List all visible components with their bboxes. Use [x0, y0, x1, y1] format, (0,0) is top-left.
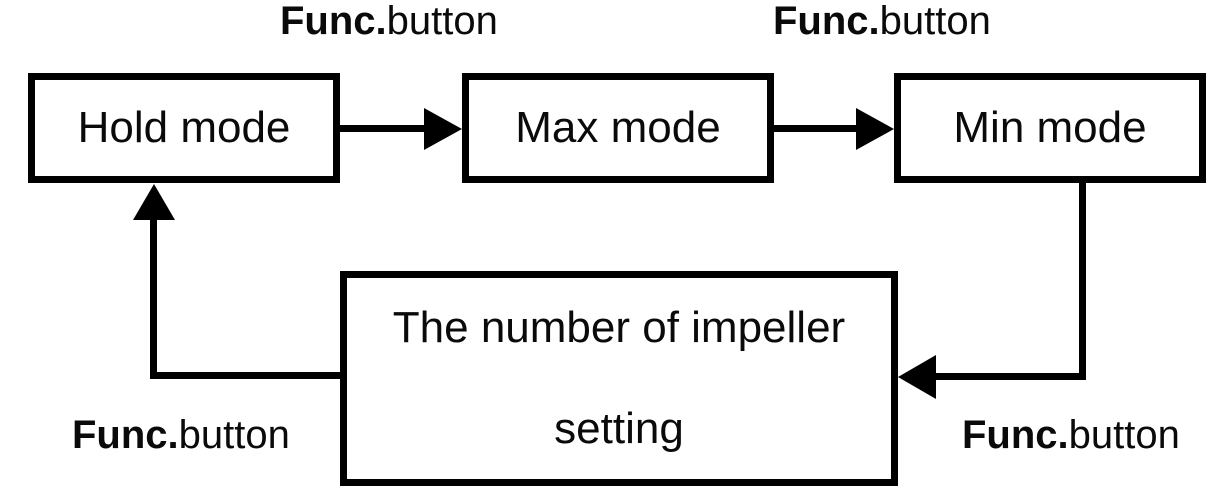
- hold-mode-box: Hold mode: [28, 73, 340, 183]
- func-button-label-max-to-min: Func.button: [773, 0, 991, 42]
- arrow-impeller-to-hold-hline: [150, 372, 340, 379]
- func-label-rest: button: [879, 0, 991, 43]
- func-label-bold: Func.: [72, 413, 179, 457]
- arrow-up-icon: [133, 184, 175, 220]
- arrow-right-icon: [424, 108, 462, 150]
- arrow-right-icon: [856, 108, 894, 150]
- arrow-left-icon: [898, 355, 936, 399]
- arrow-min-to-impeller-hline: [936, 373, 1086, 380]
- max-mode-box: Max mode: [462, 73, 774, 183]
- func-label-bold: Func.: [280, 0, 387, 43]
- impeller-setting-box: The number of impeller setting: [340, 271, 898, 486]
- arrow-min-to-impeller-vline: [1079, 181, 1086, 380]
- func-label-rest: button: [178, 413, 290, 457]
- func-label-bold: Func.: [773, 0, 880, 43]
- func-label-rest: button: [1068, 413, 1180, 457]
- max-mode-label: Max mode: [515, 102, 721, 152]
- impeller-setting-label-line1: The number of impeller: [392, 303, 846, 353]
- func-button-label-hold-to-max: Func.button: [280, 0, 498, 42]
- arrow-impeller-to-hold-vline: [150, 218, 157, 379]
- arrow-max-to-min-line: [773, 125, 858, 132]
- arrow-hold-to-max-line: [340, 125, 425, 132]
- min-mode-box: Min mode: [894, 73, 1206, 183]
- impeller-setting-label-line2: setting: [554, 403, 684, 453]
- func-label-bold: Func.: [962, 413, 1069, 457]
- hold-mode-label: Hold mode: [77, 102, 291, 152]
- func-label-rest: button: [386, 0, 498, 43]
- func-button-label-min-to-impeller: Func.button: [962, 414, 1180, 456]
- func-button-label-impeller-to-hold: Func.button: [72, 414, 290, 456]
- min-mode-label: Min mode: [953, 102, 1147, 152]
